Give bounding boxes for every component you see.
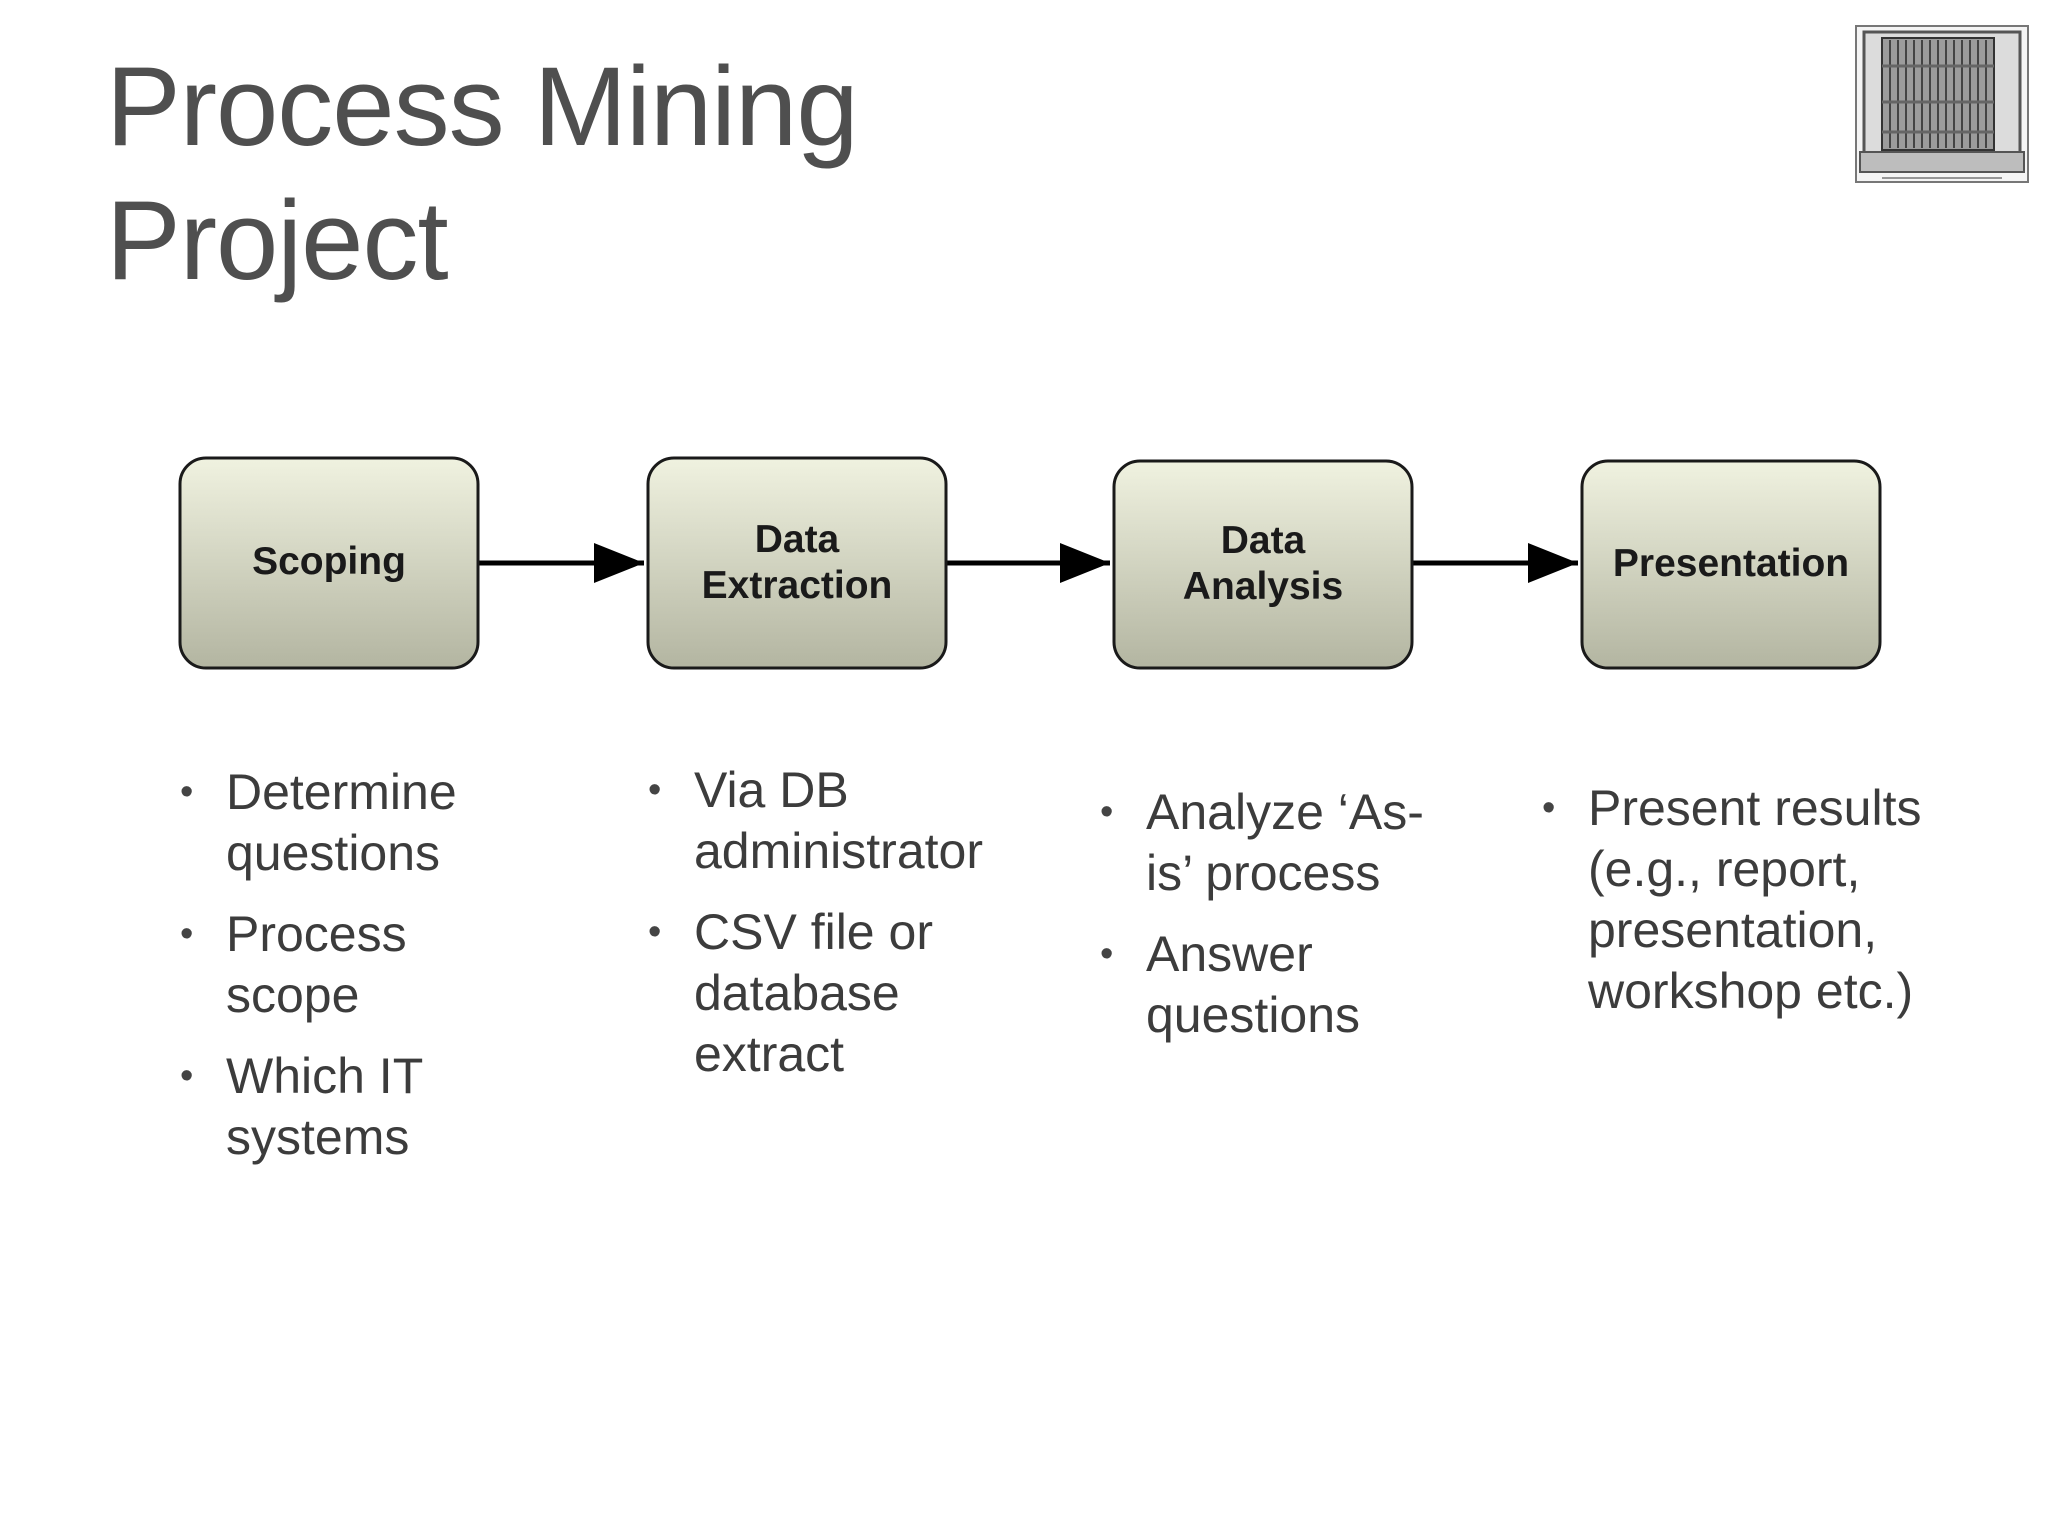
bullet-item: Process scope	[180, 904, 520, 1026]
step-label: Presentation	[1613, 542, 1849, 585]
bullet-item: Which IT systems	[180, 1046, 520, 1168]
slide-title: Process Mining Project	[106, 40, 859, 308]
step-label: Data	[755, 518, 840, 561]
bullet-list-presentation: Present results (e.g., report, presentat…	[1542, 778, 1962, 1042]
bullet-item: Present results (e.g., report, presentat…	[1542, 778, 1962, 1022]
bullet-list-data-analysis: Analyze ‘As-is’ process Answer questions	[1100, 782, 1460, 1066]
loom-frame-icon	[1855, 25, 2029, 183]
bullet-item: Determine questions	[180, 762, 520, 884]
bullet-item: Answer questions	[1100, 924, 1460, 1046]
step-label: Data	[1221, 519, 1306, 562]
step-box-data-analysis: Data Analysis	[1112, 459, 1414, 670]
process-flow-diagram: Scoping Data Extraction Data Analysis Pr…	[178, 456, 1882, 670]
step-label: Extraction	[702, 564, 893, 607]
title-line-2: Project	[106, 178, 449, 303]
step-label: Scoping	[252, 540, 406, 583]
bullet-item: CSV file or database extract	[648, 902, 1008, 1085]
bullet-list-scoping: Determine questions Process scope Which …	[180, 762, 520, 1188]
bullet-item: Analyze ‘As-is’ process	[1100, 782, 1460, 904]
title-line-1: Process Mining	[106, 44, 859, 169]
step-box-scoping: Scoping	[178, 456, 480, 670]
bullet-item: Via DB administrator	[648, 760, 1008, 882]
step-box-presentation: Presentation	[1580, 459, 1882, 670]
step-label: Analysis	[1183, 565, 1343, 608]
step-box-data-extraction: Data Extraction	[646, 456, 948, 670]
bullet-list-data-extraction: Via DB administrator CSV file or databas…	[648, 760, 1008, 1105]
